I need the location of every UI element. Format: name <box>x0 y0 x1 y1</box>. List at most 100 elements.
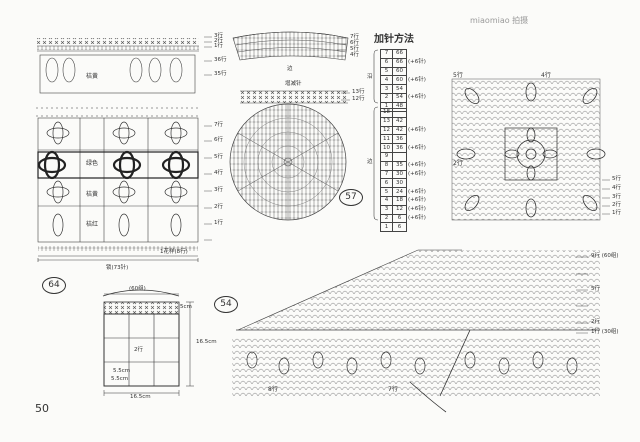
stitch-count: 6 <box>392 213 407 224</box>
rows-label: 2行 <box>134 347 143 353</box>
badge-64: 64 <box>42 277 66 294</box>
row-label: 35行 <box>214 71 227 77</box>
increase-amount: (+6针) <box>408 94 426 101</box>
stitch-count: 35 <box>392 160 407 171</box>
shawl-row-label: 1行 (30组) <box>591 329 619 335</box>
shawl-row-label: 8行 <box>268 386 278 393</box>
stitch-count: 12 <box>392 204 407 215</box>
increase-amount <box>407 67 434 76</box>
stitch-count: 60 <box>392 75 407 86</box>
row-number: 2 <box>380 92 393 103</box>
increase-amount: (+6针) <box>408 197 426 204</box>
row-number: 6 <box>380 178 393 189</box>
increase-amount: (+6针) <box>408 59 426 66</box>
arch-row-label: 4行 <box>350 52 359 58</box>
increase-amount <box>407 50 434 59</box>
row-number: 8 <box>380 160 393 171</box>
increase-amount: (+6针) <box>408 162 426 169</box>
table-head-top: 沿 <box>367 74 373 80</box>
panel-57-chart <box>229 31 350 221</box>
row-label: 2行 <box>214 204 223 210</box>
row-number: 1 <box>380 222 393 233</box>
row-number: 5 <box>380 187 393 197</box>
row-number: 3 <box>380 204 393 215</box>
band-row-label: 13行 <box>352 89 365 95</box>
increase-amount <box>407 109 434 118</box>
row-number: 4 <box>380 195 393 206</box>
color-label: 桔红 <box>86 221 99 228</box>
stitch-count: 36 <box>392 143 407 153</box>
row-number: 6 <box>380 57 393 68</box>
hat-schematic <box>102 289 194 396</box>
row-label: 4行 <box>214 170 223 176</box>
arch-row-label: 6行 <box>350 40 359 46</box>
row-number: 2 <box>380 213 393 224</box>
increase-amount <box>407 85 434 94</box>
row-label: 2行 <box>214 38 223 44</box>
row-number: 7 <box>380 169 393 180</box>
row-number: 10 <box>380 143 393 153</box>
shawl-row-label: 9行 (60组) <box>591 253 619 259</box>
row-label: 3行 <box>214 33 223 39</box>
increase-decrease-label: 增减针 <box>285 81 302 87</box>
stitch-count: 54 <box>392 84 407 94</box>
motif-row-label: 3行 <box>612 194 621 200</box>
arch-row-label: 5行 <box>350 46 359 52</box>
increase-amount <box>407 135 434 144</box>
row-label: 3行 <box>214 187 223 193</box>
panel-54-chart <box>232 249 600 413</box>
increase-amount: (+6针) <box>408 206 426 213</box>
row-label: 5行 <box>214 154 223 160</box>
increase-amount <box>407 152 434 161</box>
width-top-label: (60组) <box>129 286 146 292</box>
row-number: 12 <box>380 125 393 136</box>
motif-row-label: 2行 <box>612 202 621 208</box>
badge-54: 54 <box>214 296 238 313</box>
watermark: miaomiao 拍摄 <box>470 16 529 25</box>
stitch-count: 66 <box>392 57 407 68</box>
stitch-count: 54 <box>392 92 407 103</box>
color-label: 桔黄 <box>86 191 99 198</box>
shawl-row-label: 7行 <box>388 386 398 393</box>
side-label: 5cm <box>180 304 192 310</box>
edge-label: 边 <box>287 66 293 72</box>
row-number: 9 <box>380 151 393 162</box>
increase-table-row: 18 <box>380 108 434 118</box>
increase-amount: (+6针) <box>408 214 426 221</box>
color-label: 绿色 <box>86 160 99 167</box>
increase-amount: (+6针) <box>408 188 426 195</box>
stitch-count <box>392 108 407 118</box>
motif-label: 4行 <box>541 72 551 79</box>
stitch-count: 30 <box>392 178 407 189</box>
arch-row-label: 7行 <box>350 34 359 40</box>
stitch-count: 18 <box>392 195 407 206</box>
increase-amount: (+6针) <box>408 76 426 83</box>
shawl-row-label: 5行 <box>591 286 600 292</box>
row-number: 7 <box>380 49 393 59</box>
table-braces <box>373 49 379 221</box>
height-1-label: 5.5cm <box>113 368 131 374</box>
increase-amount <box>407 179 434 188</box>
motif-row-label: 1行 <box>612 210 621 216</box>
row-label: 7行 <box>214 122 223 128</box>
motif-label: 2行 <box>453 160 463 167</box>
stitch-count: 42 <box>392 125 407 136</box>
band-row-label: 12行 <box>352 96 365 102</box>
increase-table-title: 加针方法 <box>374 34 414 45</box>
height-label: 16.5cm <box>196 339 217 345</box>
motif-label: 5行 <box>453 72 463 79</box>
increase-amount: (+6针) <box>408 144 426 151</box>
